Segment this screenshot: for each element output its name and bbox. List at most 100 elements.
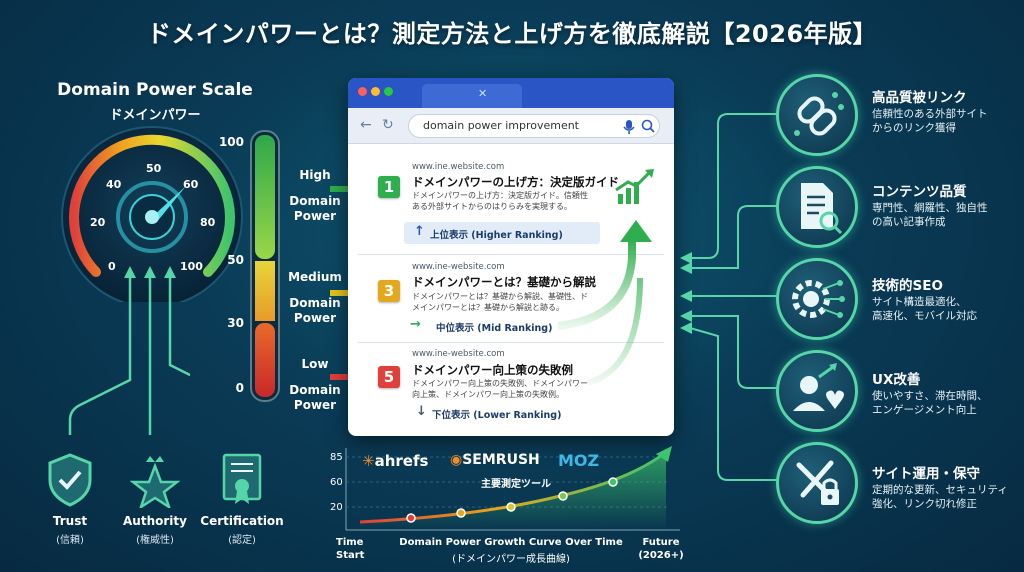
result-title[interactable]: ドメインパワーの上げ方：決定版ガイド — [412, 175, 619, 189]
ranking-label: 上位表示 (Higher Ranking) — [430, 230, 563, 241]
gauge-tick: 0 — [108, 260, 116, 273]
shield-check-icon — [48, 453, 92, 507]
level-medium-label: Domain Power — [289, 296, 341, 325]
factor-connector-lines — [680, 113, 778, 481]
x-end-label: Future — [642, 537, 680, 548]
result-desc: ある外部サイトからのはりらみを実現する。 — [412, 202, 572, 211]
browser-titlebar: ✕ — [348, 78, 674, 108]
x-start-label: Time — [336, 537, 364, 548]
y-tick: 60 — [330, 477, 343, 488]
page-title: ドメインパワーとは？測定方法と上げ方を徹底解説【2026年版】 — [146, 20, 878, 48]
growth-curve-chart: 85 60 20 — [330, 446, 680, 531]
microphone-icon[interactable] — [623, 119, 635, 135]
tools-icon — [776, 442, 858, 524]
bar-number: 30 — [227, 316, 244, 330]
bar-number: 50 — [227, 253, 244, 267]
factor-desc: の高い記事作成 — [872, 216, 946, 228]
level-low-name: Low — [301, 357, 329, 371]
down-arrow-icon: ↓ — [416, 404, 427, 419]
gear-icon — [776, 258, 858, 340]
y-tick: 85 — [330, 452, 343, 463]
result-separator — [358, 342, 664, 343]
result-desc: ドメインパワーの上げ方：決定版ガイド。信頼性 — [412, 191, 588, 200]
factor-desc: サイト構造最適化、 — [872, 296, 967, 308]
link-icon — [776, 74, 858, 156]
level-high-name: High — [299, 168, 331, 182]
factor-desc: 強化、リンク切れ修正 — [872, 498, 977, 510]
search-input[interactable]: domain power improvement — [408, 114, 660, 138]
tab-close-icon[interactable]: ✕ — [478, 87, 488, 100]
gauge-tick: 60 — [183, 178, 199, 191]
growth-chart-icon — [615, 169, 654, 204]
bottom-icon-label: Certification — [200, 514, 284, 528]
browser-toolbar: ← ↻ domain power improvement — [348, 108, 674, 144]
ranking-label-box: ↑ 上位表示 (Higher Ranking) — [404, 222, 600, 244]
up-arrow-icon: ↑ — [414, 224, 425, 239]
gauge-connector-arrows — [68, 266, 190, 435]
ahrefs-logo: ✳ahrefs — [362, 452, 429, 470]
x-end-label-2: (2026+) — [638, 550, 684, 561]
ranking-up-arrows — [558, 220, 652, 386]
factor-desc: 高速化、モバイル対応 — [872, 310, 977, 322]
result-desc: 向上策、ドメインパワー向上策の失敗例。 — [412, 390, 564, 399]
result-desc: ドメインパワーとは？基礎から解説、基礎性、ド — [412, 292, 588, 301]
factor-desc: からのリンク獲得 — [872, 122, 956, 134]
gauge-tick: 20 — [90, 216, 106, 229]
minimize-dot-icon[interactable] — [371, 87, 380, 96]
gauge-tick: 50 — [146, 162, 162, 175]
factor-desc: 信頼性のある外部サイト — [872, 108, 988, 120]
rank-badge: 1 — [378, 176, 400, 198]
close-dot-icon[interactable] — [358, 87, 367, 96]
bottom-icon-label: Trust — [52, 514, 88, 528]
scale-subtitle: ドメインパワー — [109, 108, 201, 123]
gauge-tick: 100 — [180, 260, 203, 273]
factor-title: 高品質被リンク — [872, 90, 967, 106]
result-url[interactable]: www.ine.website.com — [412, 162, 505, 172]
power-level-bar — [250, 130, 280, 402]
certificate-icon — [222, 453, 262, 504]
tools-caption: 主要測定ツール — [481, 479, 551, 490]
gauge-tick: 80 — [200, 216, 216, 229]
chart-title: Domain Power Growth Curve Over Time — [399, 537, 623, 548]
result-url[interactable]: www.ine-website.com — [412, 349, 505, 359]
maximize-dot-icon[interactable] — [384, 87, 393, 96]
factor-desc: 使いやすさ、滞在時間、 — [872, 390, 988, 402]
right-arrow-icon: → — [410, 317, 421, 332]
semrush-logo: ◉SEMRUSH — [450, 452, 540, 468]
factor-title: 技術的SEO — [872, 278, 943, 294]
scale-title: Domain Power Scale — [57, 80, 253, 100]
browser-tab[interactable] — [422, 84, 522, 108]
factor-title: UX改善 — [872, 372, 921, 388]
bottom-icon-label: Authority — [123, 514, 187, 528]
factor-desc: 専門性、網羅性、独自性 — [872, 202, 988, 214]
reload-icon[interactable]: ↻ — [382, 117, 394, 133]
result-title[interactable]: ドメインパワー向上策の失敗例 — [412, 363, 573, 377]
level-medium-name: Medium — [288, 270, 342, 284]
gauge-needle — [152, 186, 186, 223]
domain-power-gauge: 0 20 40 50 60 80 100 — [61, 126, 243, 302]
bottom-icon-sub: (信頼) — [56, 535, 84, 546]
chart-subtitle: (ドメインパワー成長曲線) — [452, 554, 570, 565]
search-results-browser: ✕ ← ↻ domain power improvement www.ine.w… — [348, 78, 674, 436]
bottom-icon-sub: (認定) — [228, 535, 256, 546]
result-title[interactable]: ドメインパワーとは？基礎から解説 — [412, 275, 596, 289]
factor-title: サイト運用・保守 — [872, 466, 980, 482]
back-arrow-icon[interactable]: ← — [360, 117, 372, 133]
result-desc: メインパワーとは？基礎から解説と跡る。 — [412, 303, 564, 312]
result-desc: ドメインパワー向上策の失敗例、ドメインパワー — [412, 379, 588, 388]
factor-desc: 定期的な更新、セキュリティ — [872, 484, 1008, 496]
rank-badge: 5 — [378, 366, 400, 388]
bar-number: 0 — [235, 381, 244, 395]
ranking-label: 中位表示 (Mid Ranking) — [436, 323, 553, 334]
gauge-tick: 40 — [106, 178, 122, 191]
level-high-label: Domain Power — [289, 194, 341, 223]
search-icon[interactable] — [641, 119, 655, 133]
bottom-icon-sub: (権威性) — [136, 535, 174, 546]
moz-logo: MOZ — [558, 451, 600, 470]
result-separator — [358, 254, 664, 255]
y-tick: 20 — [330, 502, 343, 513]
bar-number: 100 — [218, 135, 244, 149]
rank-badge: 3 — [378, 280, 400, 302]
star-crown-icon — [130, 456, 180, 508]
result-url[interactable]: www.ine-website.com — [412, 262, 505, 272]
